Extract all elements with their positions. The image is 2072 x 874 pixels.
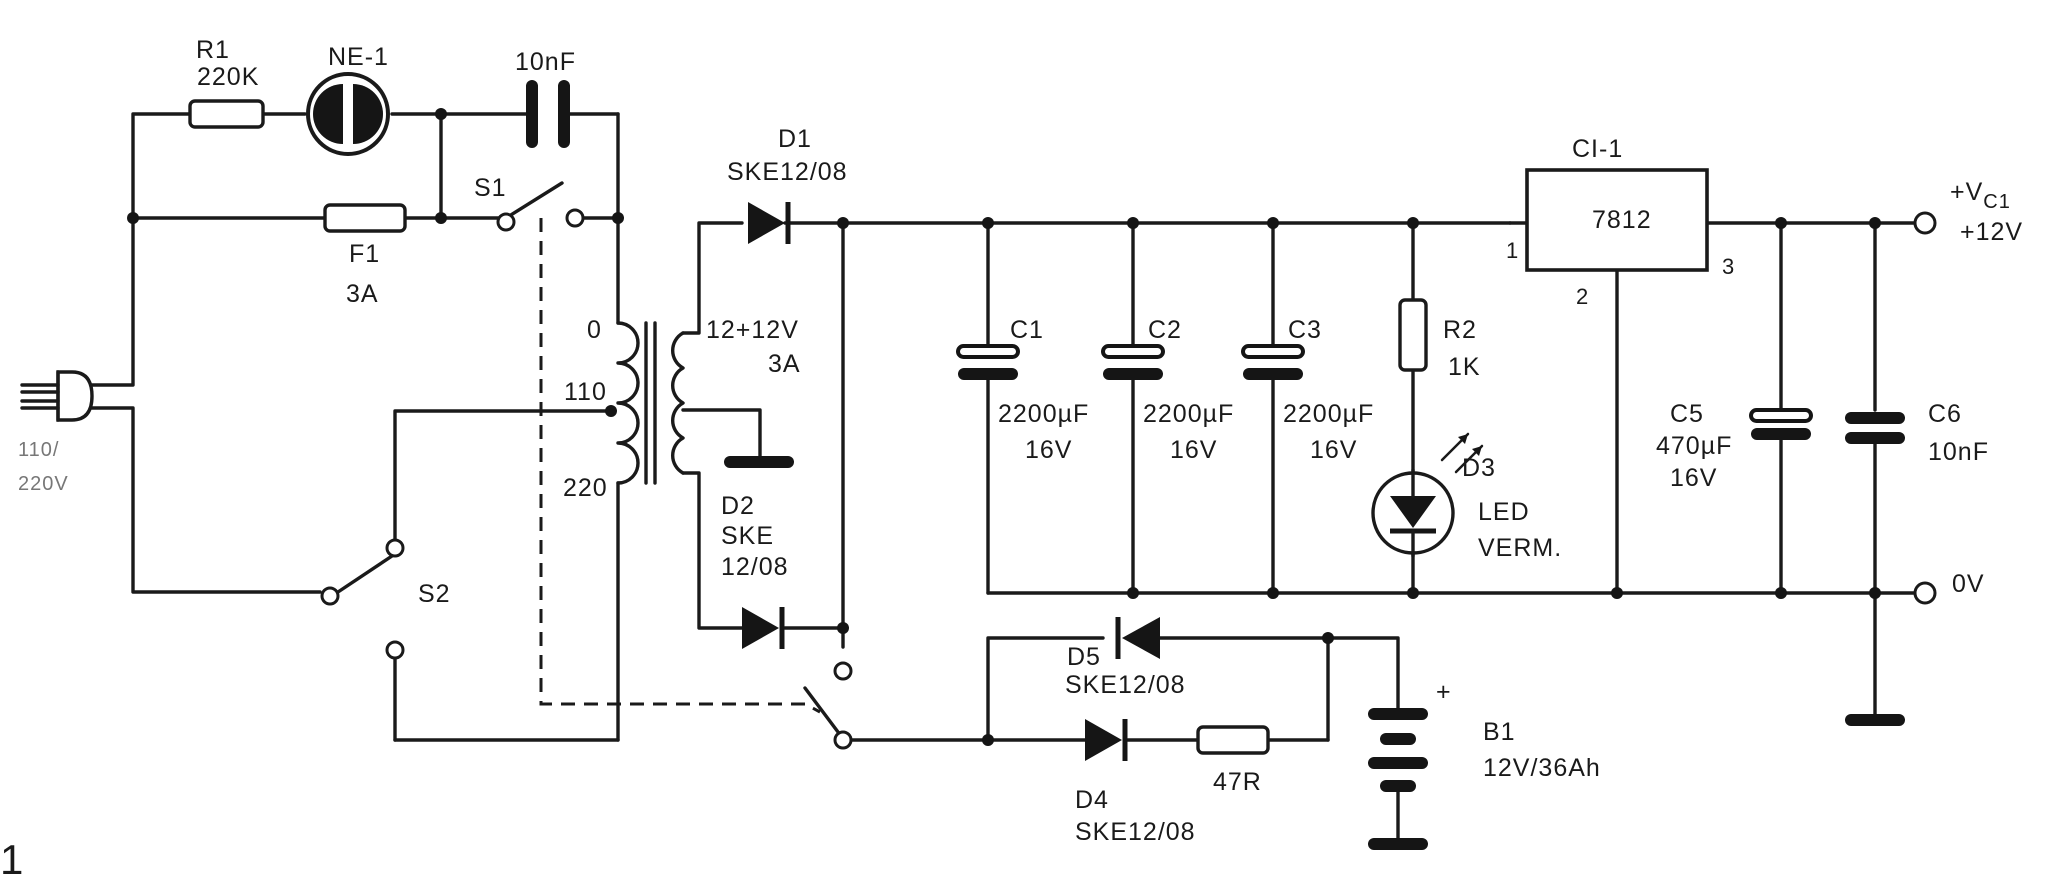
label-c6-name: C6 — [1928, 400, 1962, 428]
label-c5-value: 470µF — [1656, 432, 1732, 460]
diode-d5 — [1115, 617, 1160, 659]
switch-s1-contact-a — [496, 212, 516, 232]
label-c5-name: C5 — [1670, 400, 1704, 428]
label-f1-value: 3A — [346, 280, 379, 308]
label-tap-220: 220 — [563, 474, 608, 502]
selector-contact-b — [833, 730, 853, 750]
led-d3 — [1371, 468, 1455, 558]
junctions — [127, 108, 1881, 746]
label-c1-voltage: 16V — [1025, 436, 1072, 464]
label-d3-name: D3 — [1462, 454, 1496, 482]
label-plug-voltage-2: 220V — [18, 473, 69, 495]
label-tap-110: 110 — [564, 378, 607, 406]
label-secondary-voltage: 12+12V — [706, 316, 799, 344]
label-output-0v: 0V — [1952, 570, 1985, 598]
battery-b1 — [1368, 708, 1428, 850]
switch-s2-contact-c — [385, 640, 405, 660]
label-output-vc1-main: +V — [1950, 178, 1983, 206]
wires — [90, 112, 1917, 845]
label-c1-name: C1 — [1010, 316, 1044, 344]
label-tap-0: 0 — [587, 316, 602, 344]
output-terminal-positive — [1913, 211, 1937, 235]
label-secondary-current: 3A — [768, 350, 801, 378]
label-ne1: NE-1 — [328, 43, 389, 71]
label-d1-type: SKE12/08 — [727, 158, 848, 186]
fuse-f1 — [323, 203, 407, 233]
label-f1-name: F1 — [349, 240, 380, 268]
resistor-r1 — [188, 99, 265, 129]
output-terminal-zero — [1913, 581, 1937, 605]
label-d4-name: D4 — [1075, 786, 1109, 814]
label-d3-type-1: LED — [1478, 498, 1530, 526]
label-cap-top: 10nF — [515, 48, 576, 76]
label-d2-type-2: 12/08 — [721, 553, 789, 581]
label-r2-name: R2 — [1443, 316, 1477, 344]
capacitor-10nf-top — [526, 80, 570, 148]
transformer — [616, 321, 685, 485]
switch-s1-contact-b — [565, 208, 585, 228]
switch-s2-contact-b — [385, 538, 405, 558]
label-plug-voltage-1: 110/ — [18, 439, 59, 461]
label-b1-plus: + — [1436, 678, 1452, 706]
secondary-center-tap-ground — [724, 456, 794, 468]
label-ci1-name: CI-1 — [1572, 135, 1623, 163]
label-d2-type-1: SKE — [721, 522, 774, 550]
mains-plug — [20, 370, 94, 422]
label-pin-1: 1 — [1506, 238, 1519, 263]
label-s1: S1 — [474, 174, 507, 202]
label-c2-name: C2 — [1148, 316, 1182, 344]
label-c1-value: 2200µF — [998, 400, 1089, 428]
switch-gang-link — [539, 218, 821, 714]
label-c3-voltage: 16V — [1310, 436, 1357, 464]
capacitor-c6 — [1845, 412, 1905, 444]
output-ground-bar — [1845, 714, 1905, 726]
label-ci1-part: 7812 — [1592, 206, 1652, 234]
label-r1-name: R1 — [196, 36, 230, 64]
label-c2-voltage: 16V — [1170, 436, 1217, 464]
label-b1-value: 12V/36Ah — [1483, 754, 1601, 782]
label-d5-name: D5 — [1067, 643, 1101, 671]
neon-lamp-ne1 — [306, 72, 390, 156]
capacitor-c2 — [1101, 344, 1165, 380]
label-output-vc1: +VC1 — [1950, 178, 2011, 213]
diode-d4 — [1085, 719, 1128, 761]
label-d5-type: SKE12/08 — [1065, 671, 1186, 699]
label-c3-name: C3 — [1288, 316, 1322, 344]
diode-d1 — [748, 202, 791, 244]
capacitor-c1 — [956, 344, 1020, 380]
label-c3-value: 2200µF — [1283, 400, 1374, 428]
figure-number: 1 — [0, 836, 23, 874]
resistor-r2 — [1398, 298, 1428, 372]
label-d2-name: D2 — [721, 492, 755, 520]
label-pin-2: 2 — [1576, 284, 1589, 309]
selector-contact-a — [833, 661, 853, 681]
label-b1-name: B1 — [1483, 718, 1516, 746]
resistor-47r — [1196, 725, 1270, 755]
label-pin-3: 3 — [1722, 254, 1735, 279]
regulator-ci1 — [1525, 168, 1709, 272]
label-output-vc1-sub: C1 — [1983, 191, 2011, 213]
label-d3-type-2: VERM. — [1478, 534, 1562, 562]
label-d4-type: SKE12/08 — [1075, 818, 1196, 846]
capacitor-c3 — [1241, 344, 1305, 380]
label-47r: 47R — [1213, 768, 1262, 796]
label-c2-value: 2200µF — [1143, 400, 1234, 428]
label-output-12v: +12V — [1960, 218, 2023, 246]
capacitor-c5 — [1749, 408, 1813, 440]
label-c6-value: 10nF — [1928, 438, 1989, 466]
label-s2: S2 — [418, 580, 451, 608]
diode-d2 — [742, 607, 785, 649]
label-r2-value: 1K — [1448, 353, 1481, 381]
label-r1-value: 220K — [197, 63, 259, 91]
label-d1-name: D1 — [778, 125, 812, 153]
switch-s2-contact-a — [320, 586, 340, 606]
light-arrows-icon — [1440, 432, 1484, 474]
label-c5-voltage: 16V — [1670, 464, 1717, 492]
